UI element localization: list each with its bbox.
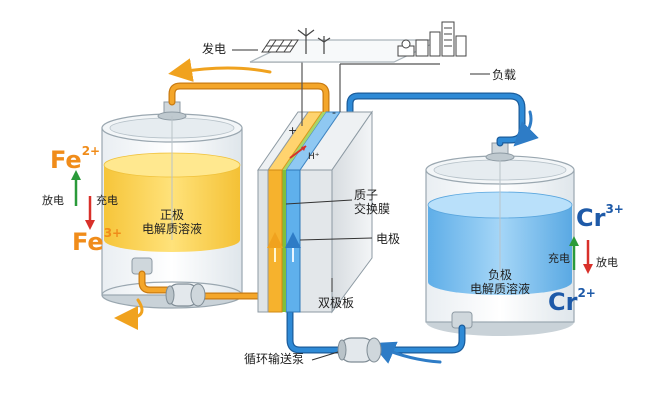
factory-icon — [397, 39, 429, 57]
city-buildings-icon — [429, 21, 467, 57]
minus-terminal-label: - — [332, 106, 336, 119]
fe3-charge: 3+ — [103, 226, 123, 240]
power-generation-label: 发电 — [202, 42, 227, 56]
negative-electrolyte-line1: 负极 — [487, 268, 512, 282]
fe3-ion: Fe3+ — [72, 226, 123, 256]
wind-turbine-icon — [297, 28, 331, 54]
fe2-symbol: Fe — [50, 146, 82, 174]
negative-pipes — [286, 92, 539, 364]
right-reaction-arrows — [569, 236, 593, 274]
load-label: 负载 — [492, 68, 517, 82]
leader-lines — [232, 49, 490, 361]
cr3-symbol: Cr — [576, 204, 606, 232]
membrane-label: 质子 交换膜 — [354, 188, 390, 216]
cr2-symbol: Cr — [548, 288, 578, 316]
negative-electrolyte-label: 负极 电解质溶液 — [460, 268, 540, 296]
fe2-charge: 2+ — [81, 144, 101, 158]
fe2-ion: Fe2+ — [50, 144, 101, 174]
membrane-line1: 质子 — [354, 188, 379, 202]
positive-electrolyte-label: 正极 电解质溶液 — [136, 208, 208, 236]
negative-tank — [425, 142, 575, 336]
cr2-charge: 2+ — [577, 286, 596, 300]
cr3-ion: Cr3+ — [576, 202, 624, 232]
electrode-label: 电极 — [376, 232, 401, 246]
cr3-charge: 3+ — [605, 202, 624, 216]
fe3-symbol: Fe — [72, 228, 104, 256]
left-discharge-label: 放电 — [42, 194, 64, 207]
cell-stack — [257, 110, 373, 314]
positive-pump-icon — [165, 283, 206, 307]
bipolar-plate-label: 双极板 — [318, 296, 355, 310]
cr2-ion: Cr2+ — [548, 286, 596, 316]
plus-terminal-label: + — [288, 124, 298, 137]
positive-electrolyte-line1: 正极 — [159, 208, 184, 222]
left-charge-label: 充电 — [96, 194, 118, 207]
right-charge-label: 充电 — [548, 252, 570, 265]
membrane-line2: 交换膜 — [354, 202, 391, 216]
negative-electrolyte-line2: 电解质溶液 — [469, 282, 530, 296]
positive-electrolyte-line2: 电解质溶液 — [141, 222, 202, 236]
negative-pump-icon — [337, 337, 382, 363]
positive-tank — [101, 101, 243, 309]
left-reaction-arrows — [71, 170, 95, 230]
right-discharge-label: 放电 — [596, 256, 618, 269]
solar-panel-icon — [261, 39, 299, 53]
circulation-pump-label: 循环输送泵 — [244, 352, 305, 366]
proton-label: H⁺ — [308, 152, 320, 162]
